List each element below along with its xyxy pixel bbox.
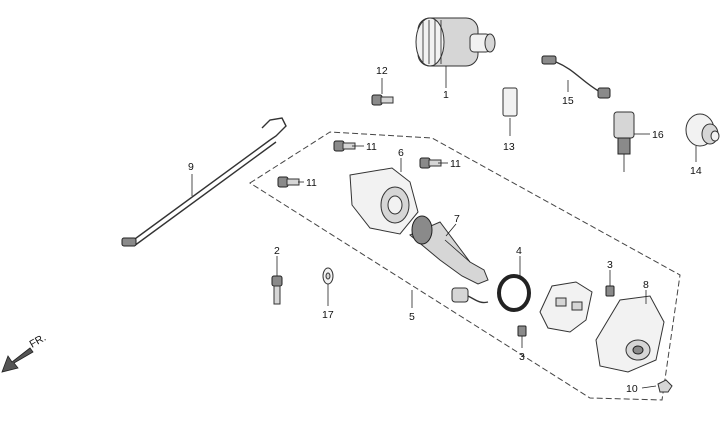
- part-17-washer: [322, 267, 334, 285]
- callout-5: 5: [409, 311, 415, 323]
- part-3-spring-b: [517, 325, 527, 337]
- arrow-down-left-icon: [1, 347, 34, 373]
- leader-lines: [191, 66, 697, 389]
- callout-11-b: 11: [450, 158, 461, 170]
- callout-13: 13: [503, 141, 515, 153]
- part-16-temperature-sensor: [613, 111, 635, 172]
- callout-7: 7: [454, 213, 460, 225]
- callout-2: 2: [274, 245, 280, 257]
- callout-9: 9: [188, 161, 194, 173]
- part-11-bolt-b: [419, 157, 442, 169]
- callout-10: 10: [626, 383, 638, 395]
- callout-14: 14: [690, 165, 702, 177]
- part-9-cable: [121, 117, 287, 247]
- part-12-bolt: [371, 94, 394, 106]
- assembly-boundary: [249, 131, 681, 401]
- part-8-end-cover: [595, 295, 665, 373]
- callout-15: 15: [562, 95, 574, 107]
- part-6-housing: [349, 167, 419, 235]
- callout-11-c: 11: [306, 177, 317, 189]
- part-4-o-ring: [497, 274, 531, 312]
- callout-16: 16: [652, 129, 664, 141]
- direction-label: FR.: [28, 332, 49, 351]
- part-brush: [451, 287, 489, 304]
- part-15-sensor-harness: [541, 55, 611, 99]
- part-3-spring-a: [605, 285, 615, 297]
- part-7-armature: [409, 215, 489, 285]
- callout-3-a: 3: [607, 259, 613, 271]
- callout-11-a: 11: [366, 141, 377, 153]
- callout-4: 4: [516, 245, 522, 257]
- callout-6: 6: [398, 147, 404, 159]
- part-13-cylinder: [502, 87, 518, 117]
- part-11-bolt-c: [277, 176, 300, 188]
- callout-3-b: 3: [519, 351, 525, 363]
- callout-12: 12: [376, 65, 388, 77]
- part-10-nut: [657, 379, 673, 393]
- part-2-bolt: [271, 275, 283, 305]
- part-14-cap: [685, 113, 720, 147]
- callout-8: 8: [643, 279, 649, 291]
- part-brush-plate: [539, 281, 593, 333]
- part-11-bolt-a: [333, 140, 356, 152]
- callout-17: 17: [322, 309, 334, 321]
- callout-1: 1: [443, 89, 449, 101]
- part-1-starter-clutch: [415, 17, 496, 67]
